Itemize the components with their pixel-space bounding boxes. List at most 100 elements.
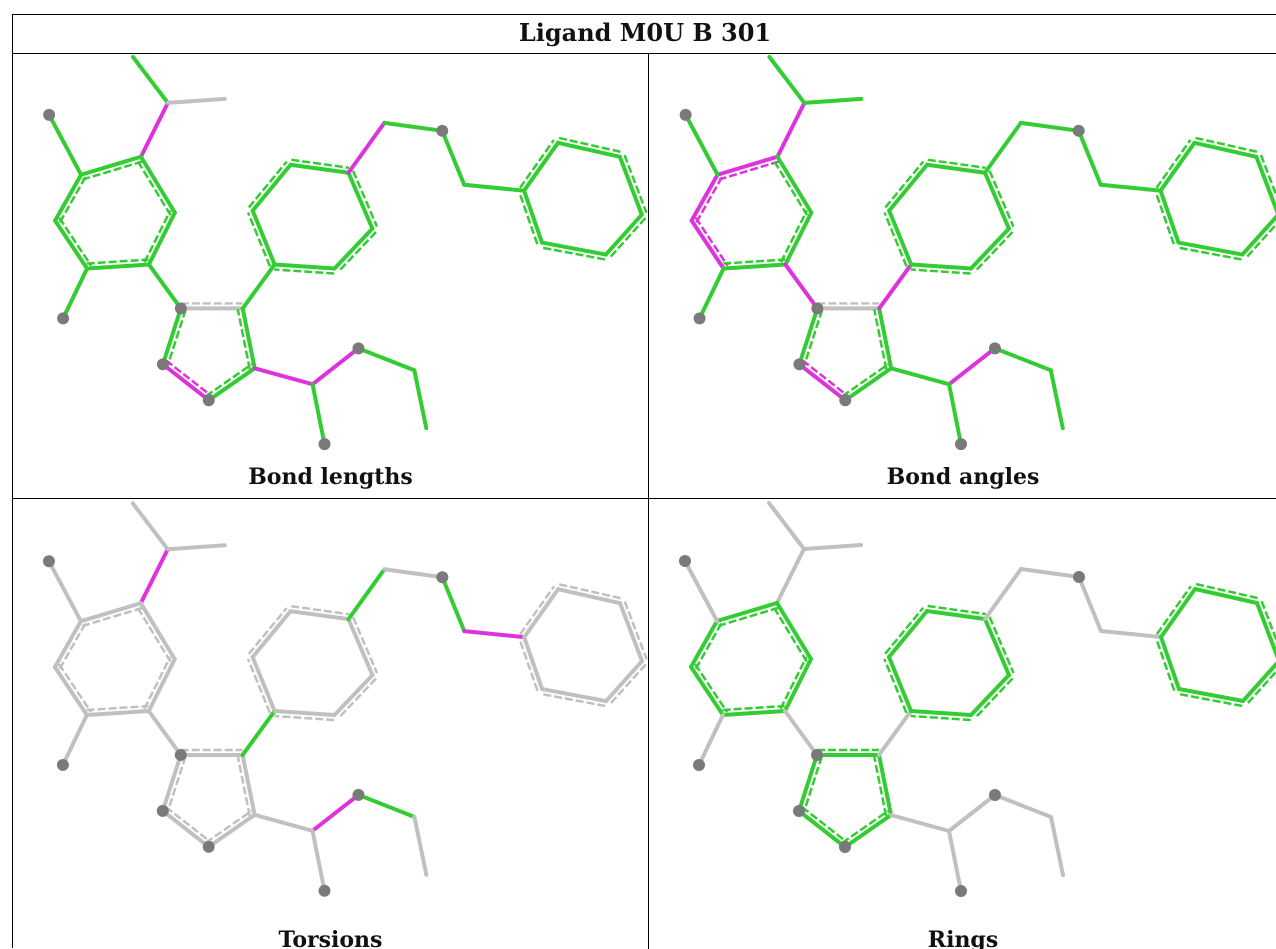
bond-a4 <box>783 262 820 311</box>
panel-bond-lengths: Bond lengths <box>13 53 649 499</box>
bond-r1a_l <box>79 154 143 177</box>
bond-r3e_l <box>1176 240 1245 257</box>
bond-r1c <box>52 665 89 718</box>
bond-x1 <box>982 120 1023 175</box>
bond-r2a_l <box>887 208 914 267</box>
bond-r5c-aromatic <box>165 359 213 398</box>
bond-a2 <box>138 547 170 606</box>
bond-r1e <box>146 657 177 714</box>
bond-r3a_l-aromatic <box>1155 139 1192 189</box>
bond-a4 <box>146 262 183 311</box>
bond-b5 <box>310 382 327 447</box>
bond-r3c_l-aromatic <box>623 154 648 214</box>
bond-r5e <box>240 306 257 371</box>
bond-r2e_l <box>332 226 375 271</box>
molecule-torsions <box>42 501 648 897</box>
bond-r2c_l-aromatic <box>291 604 350 616</box>
bond-b2 <box>310 792 361 833</box>
bond-l1 <box>1076 128 1103 187</box>
bond-b4 <box>412 368 429 431</box>
bond-a1 <box>767 54 807 105</box>
atom-r5c <box>202 394 215 407</box>
bond-r5c-aromatic <box>165 805 213 844</box>
bond-a4 <box>146 709 183 757</box>
bond-r3d_l <box>604 659 645 704</box>
bond-r1d <box>721 709 787 717</box>
bond-r3d_l <box>603 212 644 257</box>
bond-r3a_l <box>522 140 560 193</box>
atom-r5a <box>174 748 187 761</box>
bond-r1e <box>783 657 813 713</box>
bond-r5c <box>160 362 211 403</box>
bond-r3f_l-aromatic <box>1154 191 1175 245</box>
bond-x2 <box>889 366 952 387</box>
bond-r2f_l <box>909 709 973 717</box>
bond-r2a_l <box>250 208 277 267</box>
bond-r5b-aromatic <box>802 756 823 813</box>
atom-r5c <box>202 840 215 853</box>
bond-r2c_l-aromatic <box>291 158 350 170</box>
bond-b4 <box>412 814 429 877</box>
bond-r1e-aromatic <box>143 209 172 263</box>
atom-l1 <box>1073 571 1085 583</box>
bond-r1d-aromatic <box>722 704 785 712</box>
bond-r5e-aromatic <box>873 309 888 370</box>
bond-x1 <box>346 120 387 175</box>
bond-r3a_l <box>1159 587 1197 639</box>
bond-r2f_l <box>272 709 337 718</box>
atom-l1 <box>1072 124 1085 137</box>
bond-r2d_l <box>346 170 375 231</box>
bond-r2b_l <box>250 162 293 213</box>
atom-b5 <box>955 438 967 451</box>
bond-r3c_l <box>618 601 645 664</box>
bond-x1 <box>983 567 1023 621</box>
bond-l1 <box>1077 575 1103 633</box>
bond-r5c <box>160 808 211 849</box>
bond-r1d-aromatic <box>86 258 149 265</box>
bond-r5b <box>797 306 820 367</box>
bond-r3b_l <box>556 587 623 606</box>
bond-r2e_l <box>332 673 375 718</box>
bond-r2f_l <box>909 262 973 271</box>
bond-r2d_l <box>983 617 1011 677</box>
bond-l2 <box>1099 629 1163 639</box>
bond-r3b_l <box>1192 140 1259 159</box>
bond-a2 <box>775 100 807 159</box>
bond-x2 <box>252 812 315 833</box>
bond-r5d-aromatic <box>205 809 253 844</box>
atom-r5b <box>793 358 806 371</box>
bond-r5d <box>206 812 257 849</box>
bond-r3e_l <box>540 687 609 704</box>
bond-r5b <box>797 753 819 813</box>
bond-r2b_l <box>887 162 930 213</box>
bond-r5c <box>797 362 848 403</box>
bond-r1c <box>689 665 725 717</box>
bond-r3d_l-aromatic <box>608 217 647 259</box>
bond-r2e_l-aromatic <box>973 231 1014 273</box>
bond-r5c <box>797 809 847 849</box>
bond-m2 <box>61 266 90 321</box>
bond-l1 <box>440 128 467 187</box>
atom-r5b <box>156 358 169 371</box>
bond-r5d <box>843 366 894 403</box>
bond-r2e_l <box>969 673 1011 717</box>
bond-r5d-aromatic <box>205 363 253 398</box>
atom-r5a <box>811 749 823 761</box>
atom-r5b <box>156 804 169 817</box>
bond-r3a_l-aromatic <box>518 139 555 189</box>
bond-r1f-aromatic <box>772 158 809 216</box>
bond-r5b <box>160 306 183 367</box>
bond-b5 <box>310 828 327 893</box>
bond-r1a_l <box>715 601 779 623</box>
bond-r1b_l-aromatic <box>694 176 723 224</box>
bond-r1b_l <box>689 619 719 669</box>
bond-r2a_l-aromatic <box>246 658 272 714</box>
bond-r2d_l-aromatic <box>988 170 1015 228</box>
bond-r1c-aromatic <box>58 217 93 267</box>
bond-r1d <box>84 709 151 718</box>
bond-b2 <box>947 346 997 387</box>
atom-r5a <box>811 302 824 315</box>
bond-a2 <box>775 547 806 605</box>
bond-r3b_l <box>555 140 622 159</box>
panel-bond-angles: Bond angles <box>649 53 1276 499</box>
